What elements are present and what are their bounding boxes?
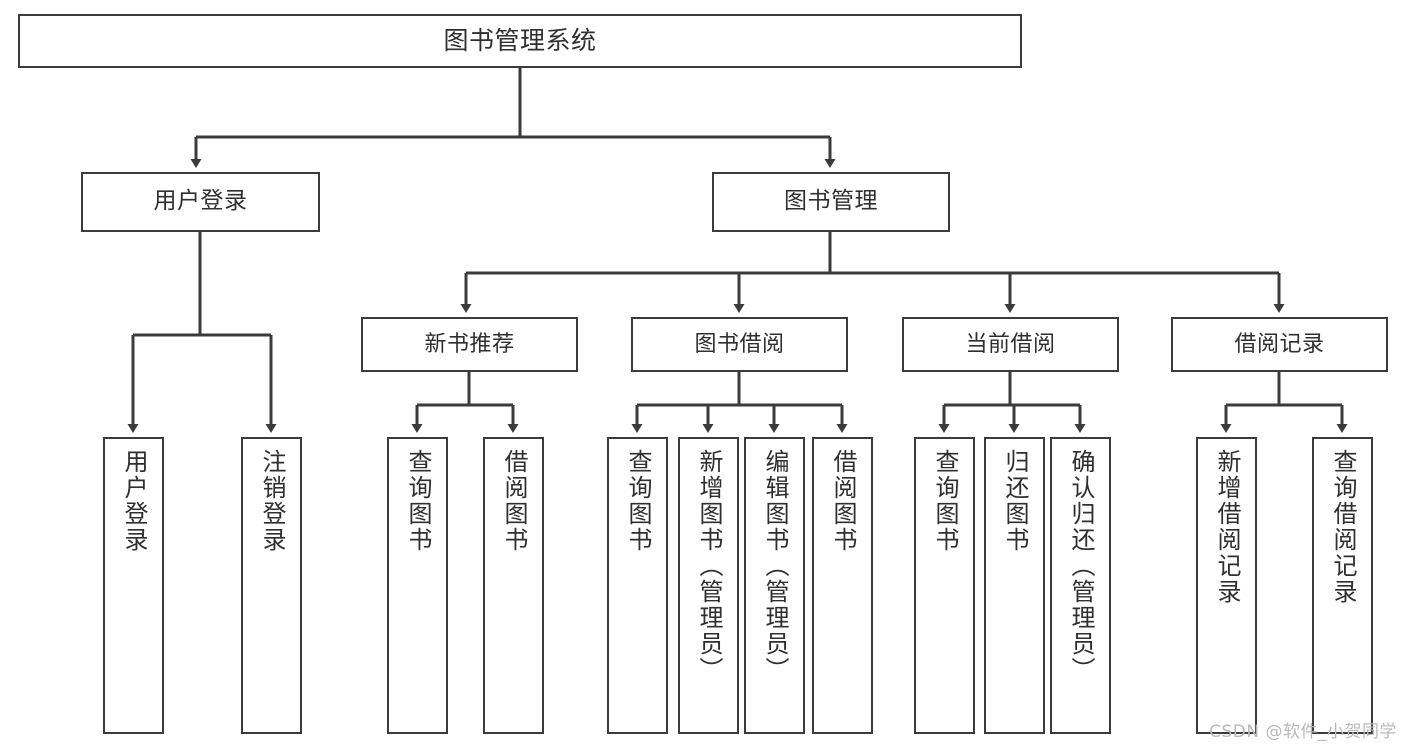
- node-leaf-confirm-return[interactable]: 确认归还（管理员）: [1050, 437, 1111, 734]
- node-label: 借阅图书: [499, 449, 528, 553]
- watermark-text: CSDN @软件_小贺同学: [1209, 722, 1397, 742]
- node-label: 借阅图书: [828, 449, 857, 553]
- node-leaf-query-book-current[interactable]: 查询图书: [914, 437, 975, 734]
- node-label: 查询图书: [623, 449, 652, 553]
- node-label: 新书推荐: [424, 331, 515, 357]
- node-label: 归还图书: [1000, 449, 1029, 553]
- node-new-book-rec[interactable]: 新书推荐: [361, 317, 578, 372]
- node-label: 查询图书: [930, 449, 959, 553]
- node-label: 注销登录: [257, 449, 286, 553]
- node-leaf-borrow-book[interactable]: 借阅图书: [812, 437, 873, 734]
- node-leaf-borrow-book-rec[interactable]: 借阅图书: [483, 437, 544, 734]
- node-label: 查询借阅记录: [1328, 449, 1357, 605]
- node-leaf-edit-book[interactable]: 编辑图书（管理员）: [744, 437, 805, 734]
- node-label: 编辑图书（管理员）: [760, 449, 789, 683]
- node-label: 用户登录: [153, 188, 248, 215]
- node-leaf-query-book-rec[interactable]: 查询图书: [387, 437, 448, 734]
- node-label: 借阅记录: [1234, 331, 1325, 357]
- node-leaf-add-book[interactable]: 新增图书（管理员）: [678, 437, 739, 734]
- node-label: 新增借阅记录: [1212, 449, 1241, 605]
- node-leaf-user-login[interactable]: 用户登录: [103, 437, 164, 734]
- node-leaf-return-book[interactable]: 归还图书: [984, 437, 1045, 734]
- node-leaf-query-record[interactable]: 查询借阅记录: [1312, 437, 1373, 734]
- node-book-manage[interactable]: 图书管理: [712, 172, 950, 232]
- node-borrow-record[interactable]: 借阅记录: [1171, 317, 1388, 372]
- node-label: 图书管理系统: [443, 26, 597, 56]
- node-current-borrow[interactable]: 当前借阅: [902, 317, 1119, 372]
- node-book-borrow[interactable]: 图书借阅: [631, 317, 848, 372]
- node-label: 确认归还（管理员）: [1066, 449, 1095, 683]
- node-leaf-user-logout[interactable]: 注销登录: [241, 437, 302, 734]
- node-leaf-query-book-borrow[interactable]: 查询图书: [607, 437, 668, 734]
- node-root-system[interactable]: 图书管理系统: [18, 14, 1022, 68]
- node-label: 查询图书: [403, 449, 432, 553]
- node-label: 当前借阅: [965, 331, 1056, 357]
- node-user-login[interactable]: 用户登录: [81, 172, 320, 232]
- node-leaf-add-record[interactable]: 新增借阅记录: [1196, 437, 1257, 734]
- node-label: 新增图书（管理员）: [694, 449, 723, 683]
- node-label: 图书借阅: [694, 331, 785, 357]
- node-label: 图书管理: [784, 188, 878, 215]
- node-label: 用户登录: [119, 449, 148, 553]
